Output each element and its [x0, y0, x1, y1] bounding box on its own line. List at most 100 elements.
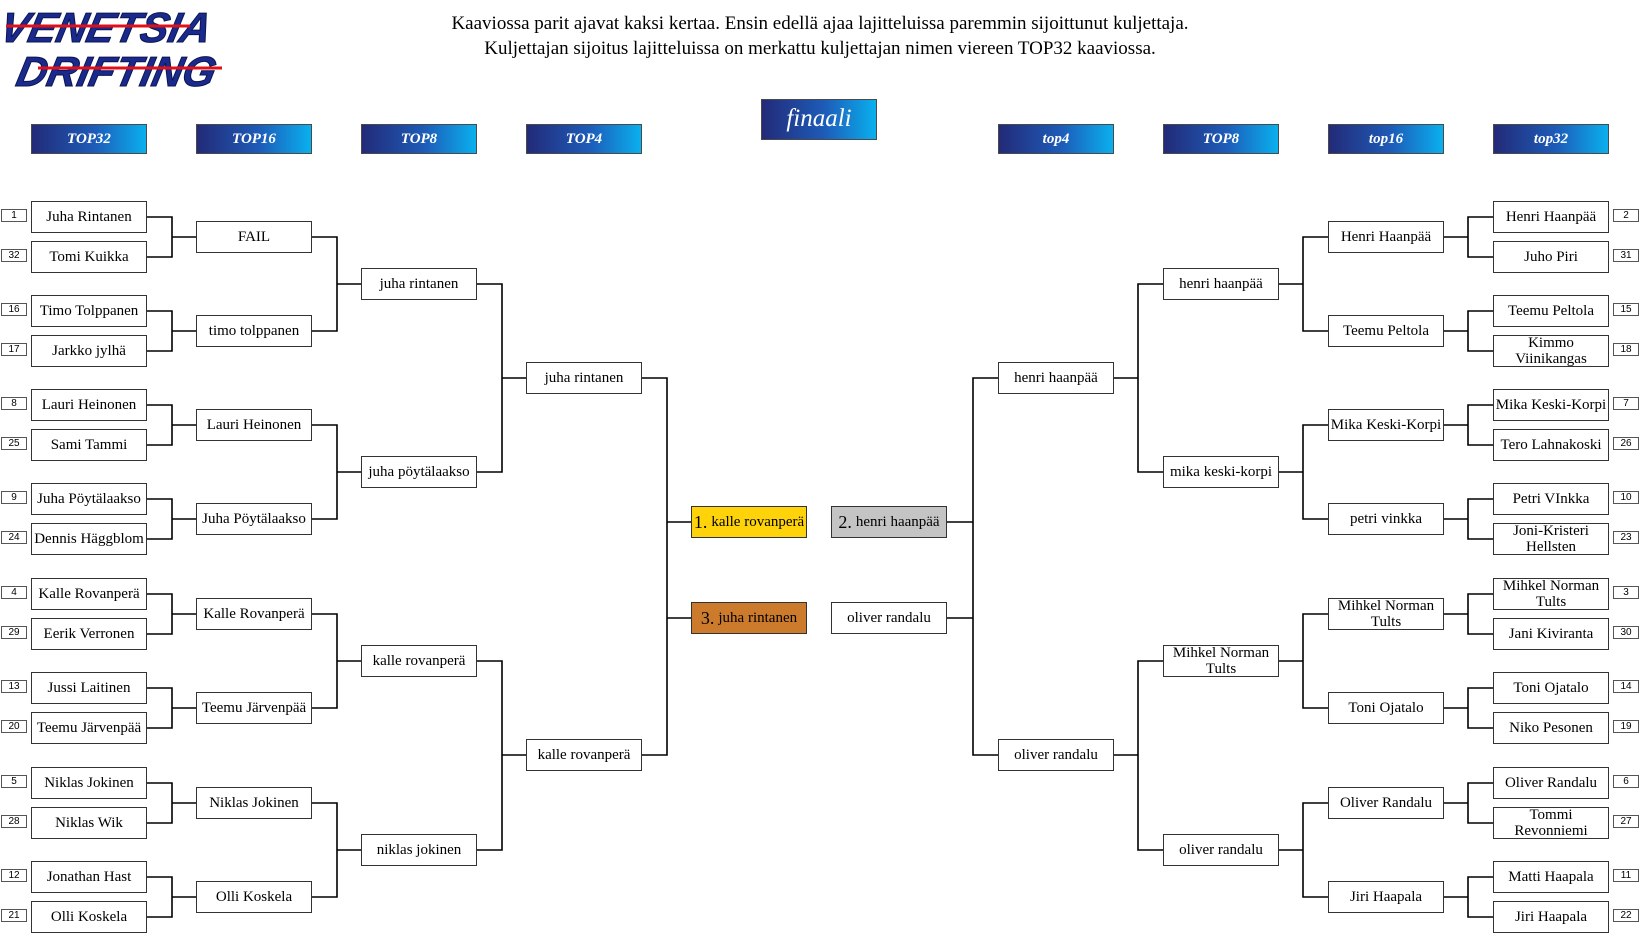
logo-line-2: DRIFTING [13, 48, 221, 94]
right-seed: 6 [1613, 775, 1639, 788]
final-first-place-name: kalle rovanperä [711, 514, 805, 530]
left-top16-driver: FAIL [196, 221, 312, 253]
left-seed: 8 [1, 397, 27, 410]
bracket-connector [477, 660, 526, 851]
bracket-connector [1444, 498, 1493, 540]
intro-line-2: Kuljettajan sijoitus lajitteluissa on me… [484, 38, 1156, 59]
final-third-place-rank: 3. [700, 608, 715, 628]
left-top32-driver: Juha Pöytälaakso [31, 483, 147, 515]
right-top4-driver: oliver randalu [998, 739, 1114, 771]
left-top16-driver: Niklas Jokinen [196, 787, 312, 819]
bracket-connector [642, 377, 691, 756]
bracket-connector [147, 782, 196, 824]
left-seed: 16 [1, 303, 27, 316]
final-second-place: 2.henri haanpää [831, 506, 947, 538]
right-top32-driver: Mihkel Norman Tults [1493, 578, 1609, 610]
left-top32-driver: Niklas Wik [31, 807, 147, 839]
right-seed: 22 [1613, 909, 1639, 922]
right-top32-driver: Matti Haapala [1493, 861, 1609, 893]
right-seed: 2 [1613, 209, 1639, 222]
bracket-connector [312, 424, 361, 520]
left-seed: 5 [1, 775, 27, 788]
left-top8-driver: juha rintanen [361, 268, 477, 300]
left-seed: 25 [1, 437, 27, 450]
left-top8-driver: juha pöytälaakso [361, 456, 477, 488]
right-seed: 7 [1613, 397, 1639, 410]
left-top32-driver: Dennis Häggblom [31, 523, 147, 555]
bracket-connector [147, 498, 196, 540]
left-top4-driver: juha rintanen [526, 362, 642, 394]
left-seed: 4 [1, 586, 27, 599]
right-seed: 3 [1613, 586, 1639, 599]
left-top16-driver: Juha Pöytälaakso [196, 503, 312, 535]
right-seed: 23 [1613, 531, 1639, 544]
right-top16-driver: Mihkel Norman Tults [1328, 598, 1444, 630]
right-top32-driver: Mika Keski-Korpi [1493, 389, 1609, 421]
left-seed: 32 [1, 249, 27, 262]
final-first-place: 1.kalle rovanperä [691, 506, 807, 538]
left-top16-driver: Kalle Rovanperä [196, 598, 312, 630]
left-top32-driver: Timo Tolppanen [31, 295, 147, 327]
right-top16-driver: Henri Haanpää [1328, 221, 1444, 253]
left-seed: 24 [1, 531, 27, 544]
logo-line-1: VENETSIA [0, 4, 216, 50]
right-top32-driver: Juho Piri [1493, 241, 1609, 273]
final-first-place-rank: 1. [693, 512, 708, 532]
bracket-connector [1279, 424, 1328, 520]
bracket-connector [312, 613, 361, 709]
bracket-connector [1444, 687, 1493, 729]
left-seed: 20 [1, 720, 27, 733]
left-top32-driver: Juha Rintanen [31, 201, 147, 233]
right-top16-driver: petri vinkka [1328, 503, 1444, 535]
right-seed: 14 [1613, 680, 1639, 693]
right-top8-driver: mika keski-korpi [1163, 456, 1279, 488]
bracket-connector [1114, 660, 1163, 851]
bracket-connector [147, 310, 196, 352]
bracket-connector [147, 687, 196, 729]
bracket-connector [147, 404, 196, 446]
bracket-connector [1114, 283, 1163, 473]
right-top8-driver: oliver randalu [1163, 834, 1279, 866]
header-top32-right: top32 [1493, 124, 1609, 154]
bracket-connector [1444, 310, 1493, 352]
bracket-connector [1279, 613, 1328, 709]
left-seed: 17 [1, 343, 27, 356]
left-top32-driver: Kalle Rovanperä [31, 578, 147, 610]
bracket-connector [312, 236, 361, 332]
left-top16-driver: Teemu Järvenpää [196, 692, 312, 724]
left-seed: 29 [1, 626, 27, 639]
left-seed: 13 [1, 680, 27, 693]
left-top32-driver: Niklas Jokinen [31, 767, 147, 799]
right-top32-driver: Kimmo Viinikangas [1493, 335, 1609, 367]
bracket-connector [947, 377, 998, 756]
bracket-connector [1444, 876, 1493, 918]
left-top16-driver: timo tolppanen [196, 315, 312, 347]
final-second-place-rank: 2. [838, 512, 852, 532]
bracket-connector [1444, 782, 1493, 824]
left-seed: 28 [1, 815, 27, 828]
left-top32-driver: Sami Tammi [31, 429, 147, 461]
right-seed: 27 [1613, 815, 1639, 828]
right-top32-driver: Joni-Kristeri Hellsten [1493, 523, 1609, 555]
bracket-connector [312, 802, 361, 898]
left-seed: 12 [1, 869, 27, 882]
header-top4-right: top4 [998, 124, 1114, 154]
right-seed: 30 [1613, 626, 1639, 639]
bracket-connector [147, 876, 196, 918]
left-top32-driver: Jarkko jylhä [31, 335, 147, 367]
left-top32-driver: Lauri Heinonen [31, 389, 147, 421]
left-top32-driver: Tomi Kuikka [31, 241, 147, 273]
header-top16-left: TOP16 [196, 124, 312, 154]
right-seed: 11 [1613, 869, 1639, 882]
right-top4-driver: henri haanpää [998, 362, 1114, 394]
bracket-connector [1444, 593, 1493, 635]
final-third-place: 3.juha rintanen [691, 602, 807, 634]
right-seed: 18 [1613, 343, 1639, 356]
right-top32-driver: Tommi Revonniemi [1493, 807, 1609, 839]
right-seed: 19 [1613, 720, 1639, 733]
header-top8-left: TOP8 [361, 124, 477, 154]
bracket-connector [147, 216, 196, 258]
left-top32-driver: Jonathan Hast [31, 861, 147, 893]
left-top8-driver: niklas jokinen [361, 834, 477, 866]
